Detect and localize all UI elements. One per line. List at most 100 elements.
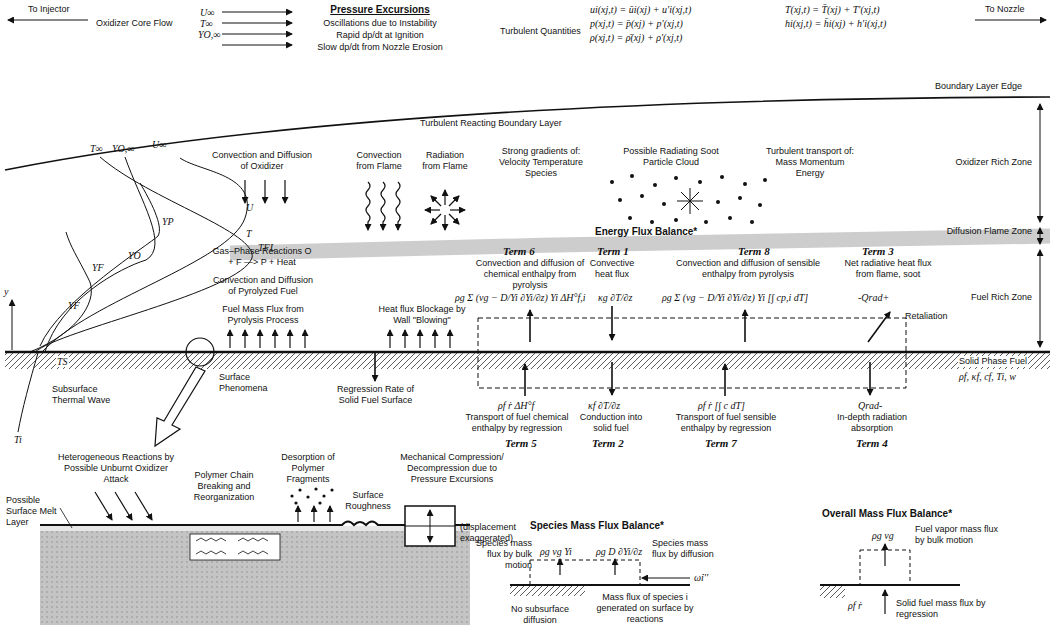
annotation-label: Oscillations due to Instability: [310, 18, 450, 29]
term-number: Term 5: [505, 438, 537, 449]
annotation-label: Species mass flux by diffusion: [652, 538, 724, 560]
annotation-label: Convection and Diffusion of Pyrolyzed Fu…: [210, 275, 316, 297]
polymer-chain-box: [190, 534, 280, 560]
annotation-label: Heat flux Blockage by Wall "Blowing": [372, 304, 472, 326]
soot-particles: [610, 174, 767, 224]
section-heading: Overall Mass Flux Balance*: [822, 508, 952, 519]
equation-label: YP: [162, 216, 174, 227]
equation-label: YF: [68, 300, 80, 311]
zoom-arrow: [155, 367, 205, 446]
profile-curves: [12, 157, 252, 432]
annotation-label: In-depth radiation absorption: [832, 412, 912, 434]
flow-arrows: [8, 12, 1046, 45]
overall-surface: [820, 584, 960, 586]
equation-label: ρg Σ (vg − D/Yi ∂Yi/∂z) Yi ΔH°f,i: [455, 292, 586, 303]
equation-label: T∞: [200, 18, 213, 29]
annotation-label: No subsurface diffusion: [500, 604, 580, 626]
species-arrows: [560, 559, 690, 578]
equation-label: ρg D ∂Yi/∂z: [596, 546, 642, 557]
equation-label: κg ∂T/∂z: [598, 292, 632, 303]
annotation-label: Gas–Phase Reactions O + F —> P + Heat: [210, 246, 314, 268]
annotation-label: Species mass flux by bulk motion: [462, 538, 532, 571]
annotation-label: Fuel Rich Zone: [932, 292, 1032, 303]
equation-label: κf ∂T/∂z: [588, 400, 620, 411]
equation-label: y: [4, 286, 8, 297]
term-number: Term 4: [856, 438, 888, 449]
equation-label: ρf ṙ: [848, 600, 862, 611]
term-number: Term 1: [597, 246, 629, 257]
annotation-label: Convective heat flux: [582, 258, 642, 280]
compression-box: [405, 506, 455, 546]
leader-line: [60, 508, 72, 528]
equation-label: ρg vg Yi: [540, 546, 572, 557]
annotation-label: Regression Rate of Solid Fuel Surface: [328, 384, 423, 406]
annotation-label: Convection and Diffusion of Oxidizer: [212, 150, 312, 172]
term-number: Term 2: [592, 438, 624, 449]
annotation-label: Mass flux of species i generated on surf…: [590, 592, 700, 625]
annotation-label: Convection and diffusion of chemical ent…: [468, 258, 592, 291]
annotation-label: Surface Roughness: [340, 490, 396, 512]
annotation-label: Fuel Mass Flux from Pyrolysis Process: [210, 304, 316, 326]
equation-label: T(xj,t) = T̄(xj) + T′(xj,t): [785, 4, 880, 15]
magnifier-circle: [186, 338, 214, 366]
equation-label: T: [246, 228, 252, 239]
equation-label: YO: [128, 250, 141, 261]
equation-label: ρf ṙ [∫ c dT]: [698, 400, 745, 411]
equation-label: Qrad-: [858, 400, 882, 411]
species-surface: [510, 584, 690, 586]
annotation-label: Desorption of Polymer Fragments: [270, 452, 346, 485]
annotation-label: Diffusion Flame Zone: [932, 226, 1032, 237]
zone-arrows: [1040, 104, 1041, 347]
annotation-label: Convection from Flame: [348, 150, 410, 172]
annotation-label: Solid fuel mass flux by regression: [896, 598, 1006, 620]
equation-label: ρg vg: [872, 530, 894, 541]
equation-label: ρ(xj,t) = ρ̄(xj) + ρ′(xj,t): [590, 32, 682, 43]
equation-label: YF: [92, 262, 104, 273]
annotation-label: Rapid dp/dt at Ignition: [310, 30, 450, 41]
displacement-arrow: [430, 510, 431, 542]
annotation-label: Subsurface Thermal Wave: [52, 384, 122, 406]
annotation-label: Possible Radiating Soot Particle Cloud: [622, 146, 720, 168]
polymer-fragments: [290, 487, 333, 504]
annotation-label: Slow dp/dt from Nozzle Erosion: [310, 42, 450, 53]
overall-hatch: [820, 586, 845, 598]
annotation-label: Transport of fuel sensible enthalpy by r…: [662, 412, 790, 434]
section-heading: Energy Flux Balance*: [595, 226, 697, 237]
annotation-label: To Injector: [28, 4, 70, 15]
fuel-surface: [5, 351, 1050, 354]
annotation-label: Solid Phase Fuel: [958, 356, 1028, 367]
annotation-label: Oxidizer Rich Zone: [932, 157, 1032, 168]
soot-radiation-star: [677, 188, 703, 214]
annotation-label: Transport of fuel chemical enthalpy by r…: [458, 412, 576, 434]
annotation-label: Turbulent transport of: Mass Momentum En…: [762, 146, 858, 179]
equation-label: U: [246, 202, 253, 213]
polymer-chains: [196, 538, 268, 554]
annotation-label: Turbulent Reacting Boundary Layer: [420, 118, 562, 129]
annotation-label: Possible Surface Melt Layer: [6, 495, 66, 528]
control-volume: [478, 318, 906, 388]
flux-arrows: [375, 306, 890, 396]
solid-fuel-hatch: [5, 353, 1050, 369]
annotation-label: Oxidizer Core Flow: [96, 18, 173, 29]
section-heading: Species Mass Flux Balance*: [530, 520, 664, 531]
species-hatch: [510, 586, 585, 596]
annotation-label: Polymer Chain Breaking and Reorganizatio…: [180, 470, 268, 503]
section-heading: Pressure Excursions: [310, 4, 450, 15]
term-number: Term 6: [503, 246, 535, 257]
annotation-label: Fuel vapor mass flux by bulk motion: [915, 524, 1005, 546]
flame-zone-band: [230, 236, 1050, 253]
annotation-label: Retaliation: [905, 311, 948, 322]
annotation-label: Mechanical Compression/ Decompression du…: [398, 452, 506, 485]
overall-arrows: [884, 544, 885, 614]
equation-label: -Qrad+: [858, 292, 889, 303]
equation-label: U∞: [200, 7, 214, 18]
annotation-label: Strong gradients of: Velocity Temperatur…: [495, 146, 587, 179]
annotation-label: Net radiative heat flux from flame, soot: [838, 258, 938, 280]
equation-label: ρf, κf, cf, Ti, w: [958, 371, 1017, 382]
equation-label: U∞: [152, 139, 166, 150]
equation-label: ui(xj,t) = ūi(xj) + u′i(xj,t): [590, 4, 691, 15]
term-number: Term 8: [738, 246, 770, 257]
equation-label: TS: [56, 356, 69, 367]
